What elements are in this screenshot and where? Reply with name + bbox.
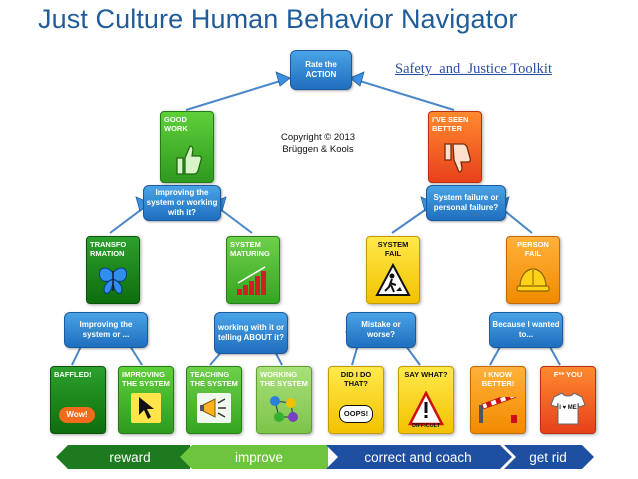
thumbs-down-icon bbox=[444, 143, 471, 173]
cursor-arrow-icon bbox=[139, 397, 154, 419]
card-system-fail[interactable]: SYSTEM FAIL bbox=[366, 236, 420, 304]
bar-reward: reward bbox=[109, 449, 151, 465]
question-mistake-or-worse[interactable]: Mistake or worse? bbox=[346, 312, 416, 348]
leaf-teaching-system[interactable]: TEACHING THE SYSTEM bbox=[186, 366, 242, 434]
hard-hat-icon bbox=[516, 268, 550, 292]
question-improving-or-working[interactable]: Improving the system or working with it? bbox=[143, 185, 221, 221]
copyright-notice: Copyright © 2013 Brüggen & Kools bbox=[280, 132, 356, 155]
card-seen-better[interactable]: I'VE SEEN BETTER bbox=[428, 111, 482, 183]
roadwork-sign-icon bbox=[375, 263, 411, 296]
leaf-say-what[interactable]: SAY WHAT? DIFFICULT bbox=[398, 366, 454, 434]
page-title: Just Culture Human Behavior Navigator bbox=[38, 4, 518, 34]
leaf-did-i-do-that[interactable]: DID I DO THAT? OOPS! bbox=[328, 366, 384, 434]
bar-get-rid: get rid bbox=[529, 449, 567, 465]
growth-chart-icon bbox=[237, 266, 266, 295]
oops-bubble-icon: OOPS! bbox=[339, 405, 373, 423]
leaf-f-you[interactable]: F** YOU I ♥ ME bbox=[540, 366, 596, 434]
tshirt-icon bbox=[550, 392, 586, 425]
wow-bubble-icon: Wow! bbox=[59, 407, 95, 423]
megaphone-icon bbox=[200, 398, 226, 418]
question-system-or-personal[interactable]: System failure or personal failure? bbox=[426, 185, 506, 221]
network-icon bbox=[270, 396, 298, 422]
card-transformation[interactable]: TRANSFO RMATION bbox=[86, 236, 140, 304]
leaf-working-system[interactable]: WORKING THE SYSTEM bbox=[256, 366, 312, 434]
thumbs-up-icon bbox=[176, 145, 203, 175]
question-because-wanted[interactable]: Because I wanted to... bbox=[489, 312, 563, 348]
bar-improve: improve bbox=[234, 449, 283, 465]
card-good-work[interactable]: GOOD WORK bbox=[160, 111, 214, 183]
warning-sign-icon bbox=[408, 391, 444, 426]
card-system-maturing[interactable]: SYSTEM MATURING bbox=[226, 236, 280, 304]
root-question[interactable]: Rate the ACTION bbox=[290, 50, 352, 90]
leaf-baffled[interactable]: BAFFLED! Wow! bbox=[50, 366, 106, 434]
bottom-bar-shapes bbox=[56, 445, 594, 469]
card-person-fail[interactable]: PERSON FAIL bbox=[506, 236, 560, 304]
leaf-i-know-better[interactable]: I KNOW BETTER! bbox=[470, 366, 526, 434]
leaf-improving-system[interactable]: IMPROVING THE SYSTEM bbox=[118, 366, 174, 434]
butterfly-icon bbox=[98, 267, 128, 294]
barrier-icon bbox=[479, 397, 517, 423]
question-improving-system[interactable]: Improving the system or ... bbox=[64, 312, 148, 348]
bar-correct-and-coach: correct and coach bbox=[364, 449, 472, 465]
question-working-or-telling[interactable]: working with it or telling ABOUT it? bbox=[214, 312, 288, 354]
toolkit-link[interactable]: Safety_and_Justice Toolkit bbox=[395, 61, 552, 77]
